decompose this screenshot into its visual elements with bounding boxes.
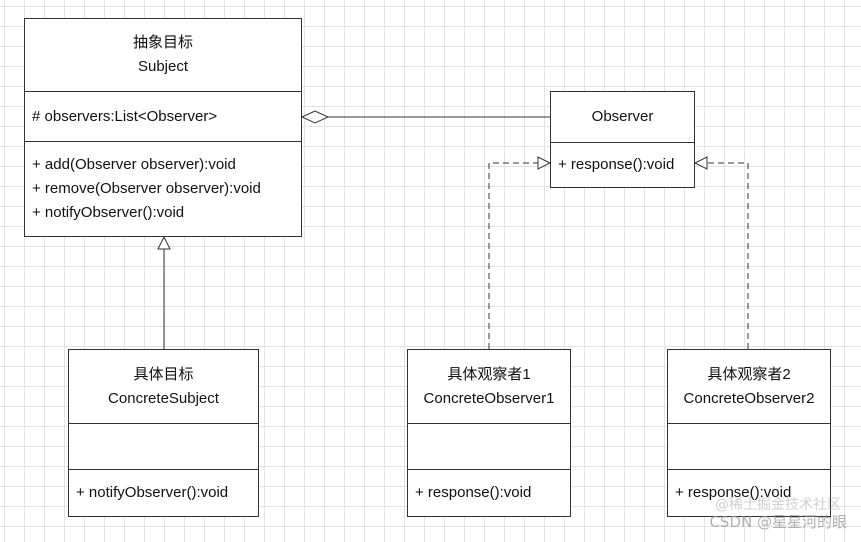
concrete-subject-name-en: ConcreteSubject	[108, 389, 219, 407]
concrete-observer-1-methods: + response():void	[408, 469, 570, 516]
concrete-subject-class[interactable]: 具体目标 ConcreteSubject + notifyObserver():…	[68, 349, 259, 517]
concrete-observer-2-attributes	[668, 423, 830, 469]
concrete-observer-1-name-cn: 具体观察者1	[447, 365, 531, 383]
concrete-observer-2-methods: + response():void	[668, 469, 830, 516]
concrete-observer-1-name-en: ConcreteObserver1	[423, 389, 555, 407]
concrete-observer-2-method-response: + response():void	[675, 484, 792, 501]
realization-line-1	[488, 162, 538, 349]
concrete-observer-2-class-name: 具体观察者2 ConcreteObserver2	[668, 350, 830, 423]
inheritance-arrowhead	[157, 235, 171, 250]
concrete-observer-2-class[interactable]: 具体观察者2 ConcreteObserver2 + response():vo…	[667, 349, 831, 517]
concrete-observer-1-attributes	[408, 423, 570, 469]
realization-arrowhead-2	[693, 156, 708, 170]
observer-method-response: + response():void	[558, 156, 675, 173]
aggregation-diamond	[300, 110, 330, 124]
subject-method-add: + add(Observer observer):void	[32, 156, 236, 173]
subject-name-en: Subject	[137, 58, 189, 75]
concrete-subject-class-name: 具体目标 ConcreteSubject	[69, 350, 258, 423]
concrete-subject-attributes	[69, 423, 258, 469]
concrete-observer-1-class-name: 具体观察者1 ConcreteObserver1	[408, 350, 570, 423]
subject-method-remove: + remove(Observer observer):void	[32, 180, 261, 197]
concrete-observer-1-method-response: + response():void	[415, 484, 532, 501]
observer-class[interactable]: Observer + response():void	[550, 91, 695, 188]
concrete-observer-1-class[interactable]: 具体观察者1 ConcreteObserver1 + response():vo…	[407, 349, 571, 517]
subject-class-name: 抽象目标 Subject	[25, 19, 301, 91]
subject-methods: + add(Observer observer):void + remove(O…	[25, 141, 301, 236]
realization-line-2	[707, 162, 749, 349]
observer-class-name: Observer	[551, 92, 694, 142]
concrete-subject-name-cn: 具体目标	[133, 365, 194, 383]
subject-method-notify: + notifyObserver():void	[32, 204, 185, 221]
watermark-juejin: @稀土掘金技术社区	[715, 497, 841, 513]
subject-attributes: # observers:List<Observer>	[25, 91, 301, 141]
watermark-csdn: CSDN @星星河的眼	[709, 513, 847, 531]
realization-arrowhead-1	[537, 156, 552, 170]
subject-name-cn: 抽象目标	[132, 34, 193, 51]
concrete-subject-methods: + notifyObserver():void	[69, 469, 258, 516]
concrete-observer-2-name-cn: 具体观察者2	[707, 365, 791, 383]
concrete-observer-2-name-en: ConcreteObserver2	[683, 389, 815, 407]
subject-class[interactable]: 抽象目标 Subject # observers:List<Observer> …	[24, 18, 302, 237]
observer-methods: + response():void	[551, 142, 694, 187]
subject-attribute: # observers:List<Observer>	[32, 107, 218, 125]
concrete-subject-method-notify: + notifyObserver():void	[76, 484, 229, 501]
observer-name-en: Observer	[591, 108, 654, 125]
